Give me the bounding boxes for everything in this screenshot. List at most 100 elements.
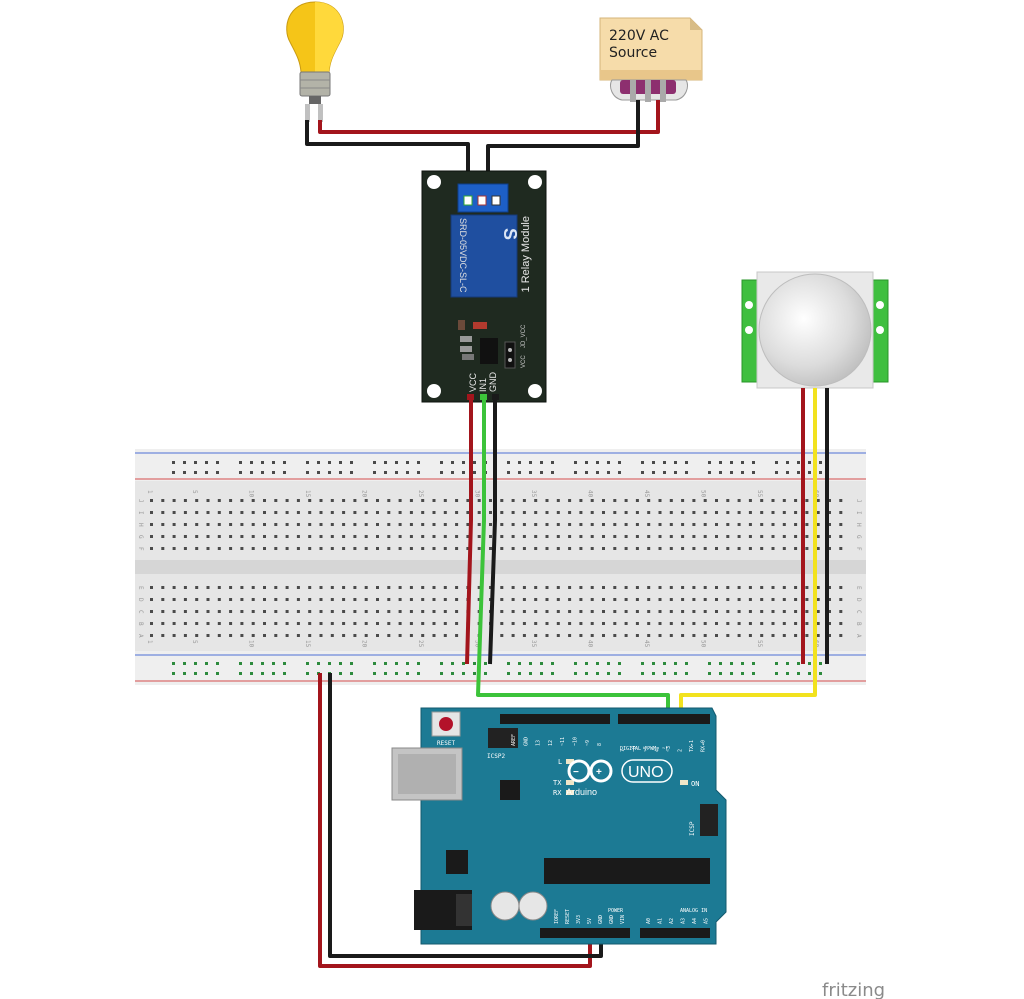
row-letter-left: B: [137, 622, 144, 626]
ac-source: 220V AC Source: [599, 17, 703, 102]
pin-label: GND: [523, 737, 529, 746]
led-rx-label: RX: [553, 789, 562, 797]
pin-label: A3: [681, 918, 687, 924]
fritzing-watermark: fritzing: [822, 980, 885, 999]
wire-bulb-to-relay-black: [305, 120, 470, 195]
digital-pin-labels-left: AREF GND 13 12 ~11 ~10 ~9 8: [511, 734, 603, 746]
ac-source-label-line1: 220V AC: [609, 28, 669, 44]
wire-pir-out-yellow: [679, 388, 817, 718]
led-on: [680, 780, 688, 785]
row-letter-right: B: [855, 622, 862, 626]
row-letter-left: E: [137, 586, 144, 590]
column-number-bottom: 45: [643, 640, 650, 648]
pin-label: VIN: [620, 915, 626, 924]
pin-label: 5V: [587, 918, 593, 924]
row-letter-right: D: [855, 598, 862, 602]
pin-label: ~9: [585, 740, 591, 746]
column-number-bottom: 20: [361, 640, 368, 648]
pin-label: 2: [678, 749, 684, 752]
pin-label: 12: [548, 740, 554, 746]
uno-logo-text: UNO: [628, 764, 664, 781]
pin-label: TX▸1: [689, 740, 695, 752]
led-rx: [566, 790, 574, 795]
pin-label: GND: [598, 915, 604, 924]
column-number-top: 45: [643, 490, 650, 498]
pin-label: 7: [620, 749, 626, 752]
column-number-top: 10: [248, 490, 255, 498]
pin-label: 13: [536, 740, 542, 746]
reset-label: RESET: [437, 740, 455, 747]
wire-arduino-5v-red: [318, 673, 592, 968]
pin-label: RX◂0: [701, 740, 707, 752]
led-l: [566, 759, 574, 764]
column-number-bottom: 40: [587, 640, 594, 648]
column-number-top: 55: [756, 490, 763, 498]
row-letter-right: F: [855, 547, 862, 551]
relay-title: 1 Relay Module: [520, 216, 532, 292]
pin-label: 4: [655, 749, 661, 752]
row-letter-left: J: [137, 499, 144, 503]
column-number-top: 40: [587, 490, 594, 498]
pin-label: AREF: [511, 734, 517, 746]
arduino-uno: RESET ICSP2 AREF GND 13 12 ~11 ~10 ~9 8 7 ~6 ~5 4 ~…: [391, 707, 727, 945]
pin-label: A1: [658, 918, 664, 924]
row-letter-left: D: [137, 598, 144, 602]
column-number-bottom: 15: [304, 640, 311, 648]
pin-label: A5: [704, 918, 710, 924]
relay-part-number: SRD-05VDC-SL-C: [458, 218, 468, 293]
pin-label: RESET: [565, 909, 571, 924]
svg-text:−: −: [573, 767, 579, 778]
svg-text:+: +: [596, 767, 602, 778]
row-letter-left: G: [137, 535, 144, 539]
row-letter-right: C: [855, 610, 862, 614]
digital-pin-labels-right: 7 ~6 ~5 4 ~3 2 TX▸1 RX◂0: [620, 740, 707, 752]
row-letter-left: I: [137, 511, 144, 515]
column-number-top: 30: [474, 490, 481, 498]
pin-label: ~6: [632, 746, 638, 752]
column-number-top: 20: [361, 490, 368, 498]
pin-label: ~11: [560, 737, 566, 746]
pin-label: A0: [646, 918, 652, 924]
relay-jumper-jdvcc-label: JD_VCC: [521, 324, 527, 348]
column-number-bottom: 35: [530, 640, 537, 648]
pin-label: GND: [609, 915, 615, 924]
row-letter-left: C: [137, 610, 144, 614]
column-number-bottom: 10: [248, 640, 255, 648]
icsp2-label: ICSP2: [487, 753, 505, 760]
column-number-bottom: 1: [146, 640, 153, 644]
pin-label: ~10: [573, 737, 579, 746]
pin-label: ~5: [643, 746, 649, 752]
wire-bulb-to-ac-red: [318, 100, 660, 134]
pin-label: 8: [597, 743, 603, 746]
relay-module: SRD-05VDC-SL-C S 1 Relay Module VCC JD_V…: [421, 170, 547, 403]
relay-pin-gnd-label: GND: [488, 372, 498, 393]
power-label: POWER: [608, 908, 624, 914]
arduino-brand: Arduino: [566, 787, 597, 797]
pin-label: IOREF: [554, 909, 560, 924]
pin-label: ~3: [666, 746, 672, 752]
relay-pin-in1-label: IN1: [478, 378, 488, 392]
breadboard-holes: [150, 461, 843, 675]
led-tx-label: TX: [553, 779, 562, 787]
column-number-bottom: 25: [417, 640, 424, 648]
row-letter-right: E: [855, 586, 862, 590]
row-letter-left: F: [137, 547, 144, 551]
pir-motion-sensor: [741, 271, 889, 389]
on-label: ON: [691, 780, 699, 788]
relay-logo-icon: S: [500, 228, 520, 240]
led-tx: [566, 780, 574, 785]
pin-label: A4: [692, 918, 698, 924]
row-letter-right: G: [855, 535, 862, 539]
analog-label: ANALOG IN: [680, 908, 707, 914]
row-letter-right: H: [855, 523, 862, 527]
column-number-top: 35: [530, 490, 537, 498]
row-letter-right: J: [855, 499, 862, 503]
column-number-top: 25: [417, 490, 424, 498]
relay-pin-vcc-label: VCC: [468, 372, 478, 392]
arduino-infinity-logo-icon: [567, 759, 613, 783]
row-letter-left: H: [137, 523, 144, 527]
row-letter-right: A: [855, 634, 862, 638]
